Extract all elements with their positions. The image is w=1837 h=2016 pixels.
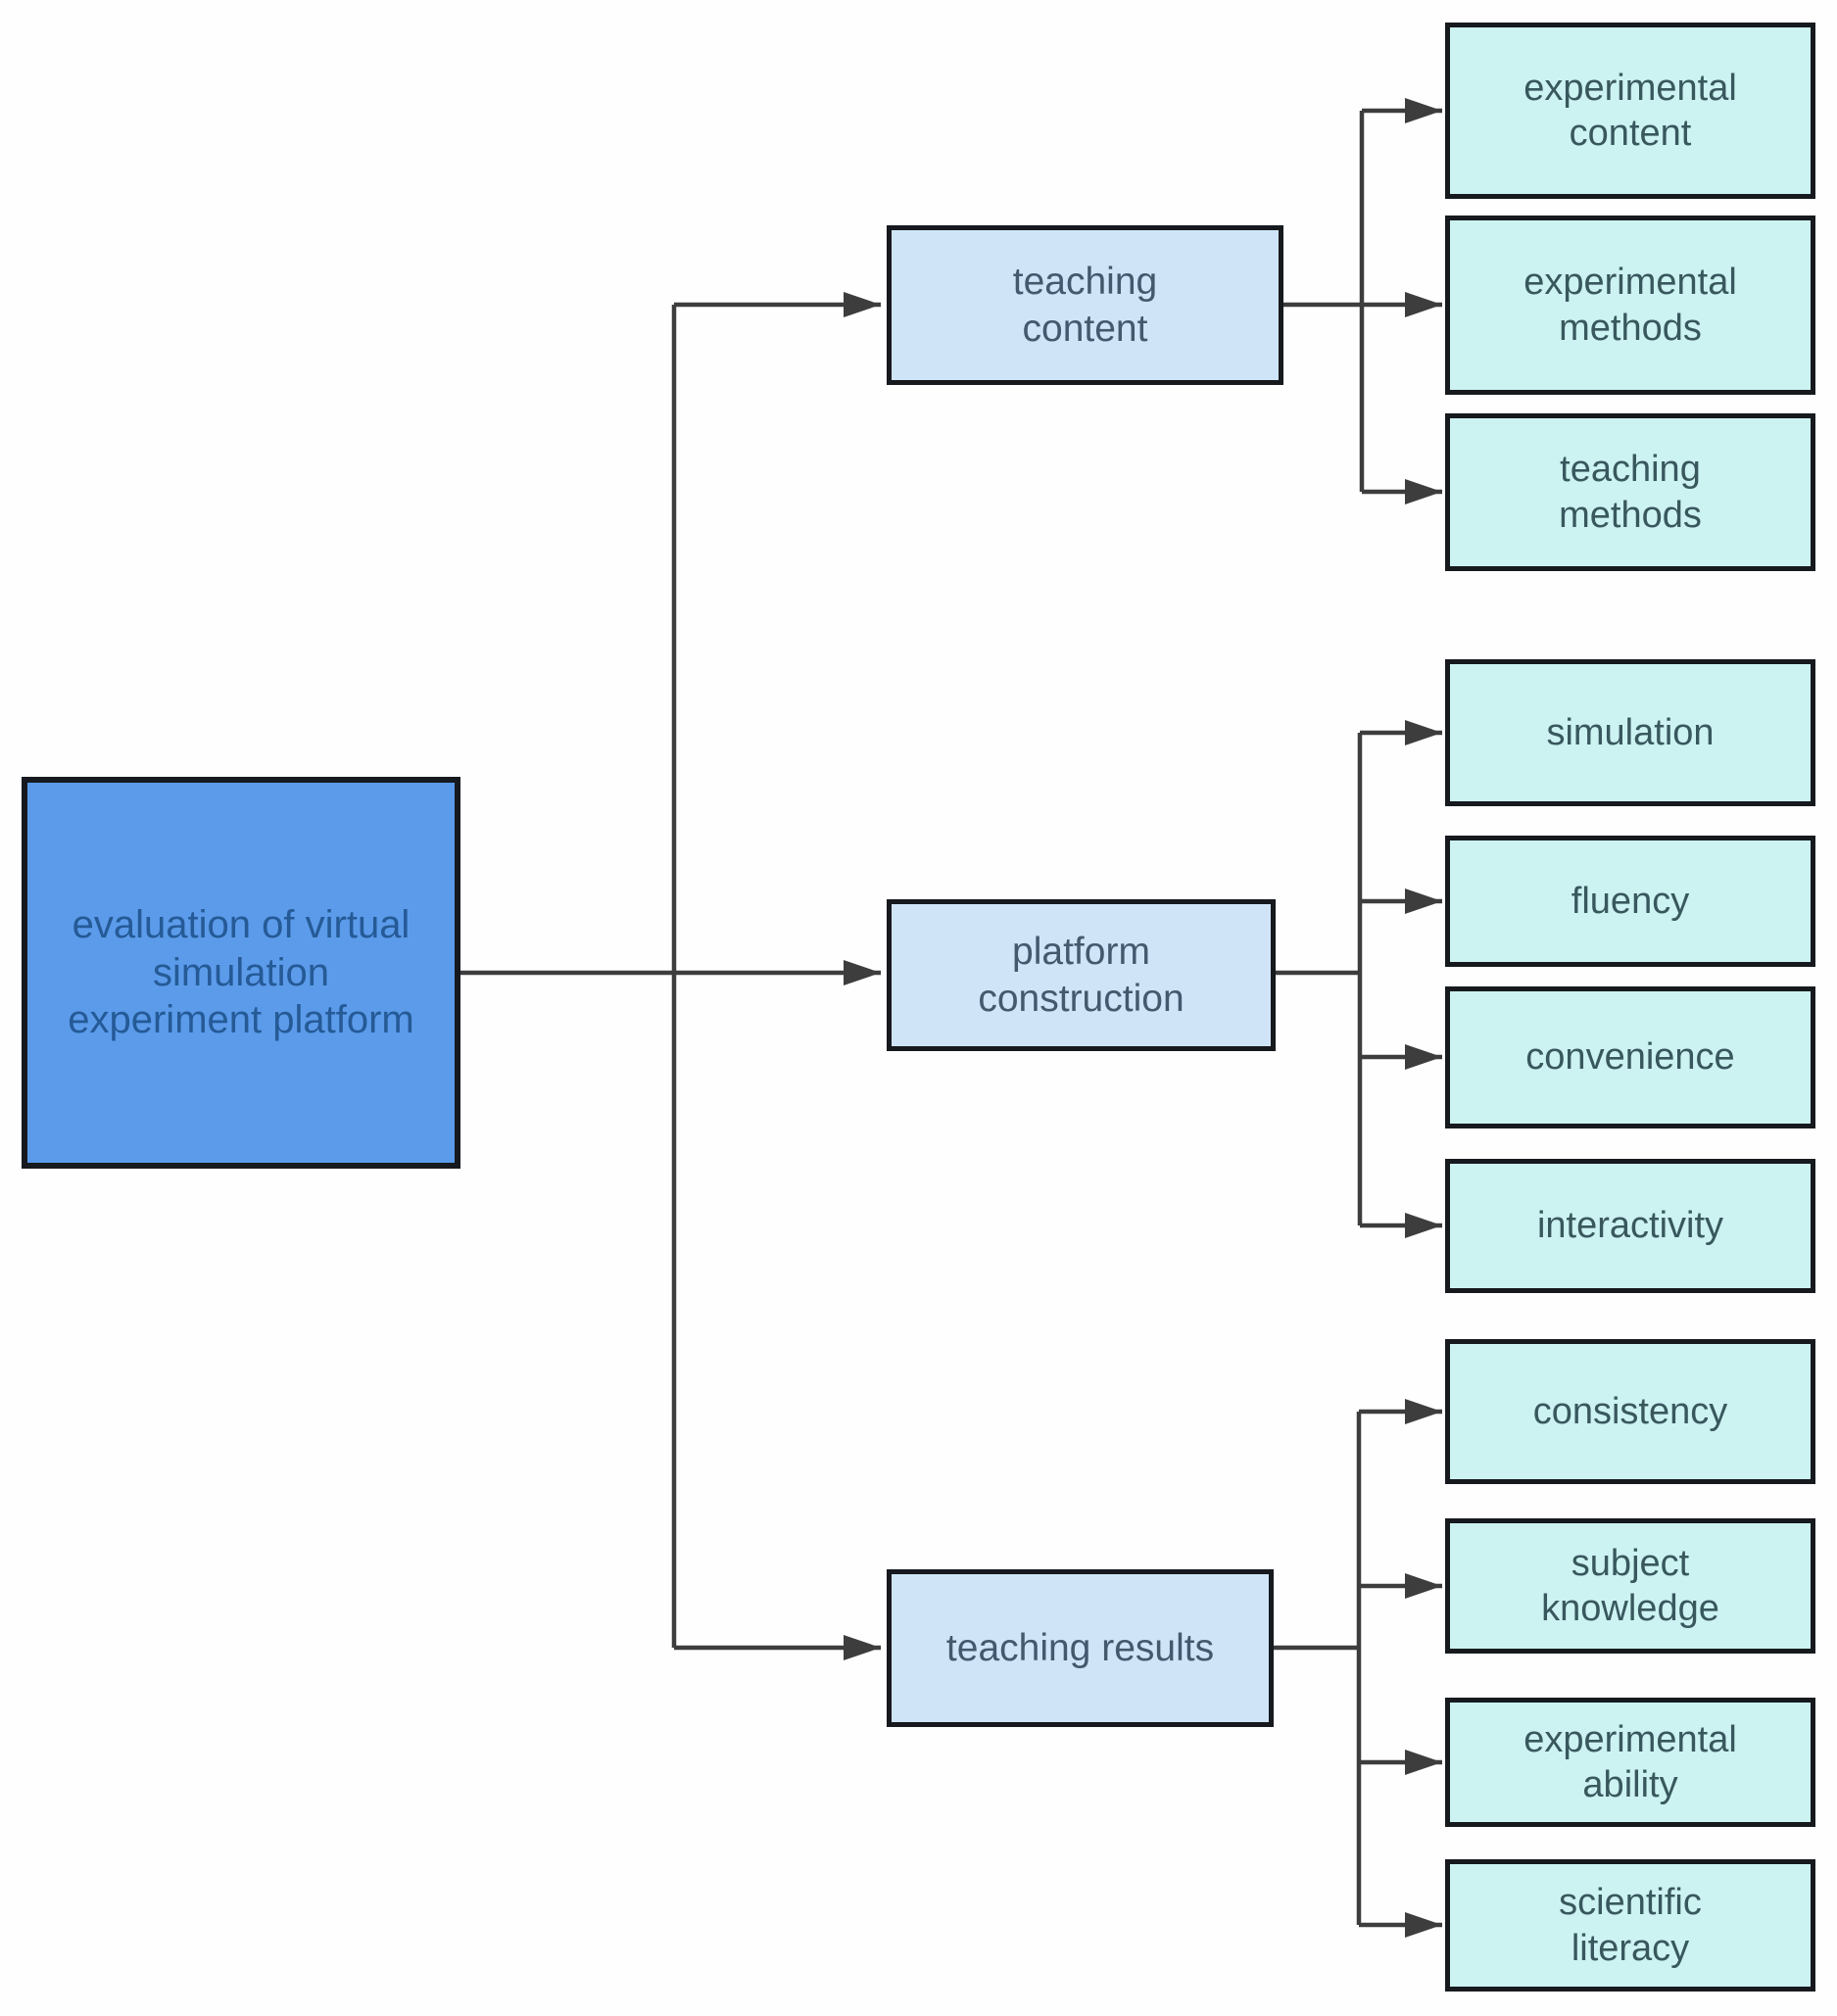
node-experimental-content: experimental content xyxy=(1445,23,1815,199)
node-consistency: consistency xyxy=(1445,1339,1815,1484)
node-label: teaching content xyxy=(1012,260,1158,350)
node-label: fluency xyxy=(1571,880,1690,922)
node-convenience: convenience xyxy=(1445,986,1815,1128)
node-label: convenience xyxy=(1525,1036,1735,1079)
node-label: interactivity xyxy=(1536,1205,1724,1247)
node-interactivity: interactivity xyxy=(1445,1159,1815,1293)
node-label: consistency xyxy=(1532,1390,1728,1432)
node-label: experimental methods xyxy=(1523,262,1737,349)
node-experimental-methods: experimental methods xyxy=(1445,216,1815,395)
node-simulation: simulation xyxy=(1445,659,1815,806)
node-label: teaching methods xyxy=(1559,449,1702,536)
node-label: experimental content xyxy=(1523,67,1737,154)
node-teaching-content: teaching content xyxy=(887,225,1283,385)
node-fluency: fluency xyxy=(1445,836,1815,967)
node-label: evaluation of virtual simulation experim… xyxy=(68,902,414,1042)
node-root-evaluation: evaluation of virtual simulation experim… xyxy=(22,777,460,1169)
node-label: simulation xyxy=(1546,711,1715,753)
node-label: scientific literacy xyxy=(1559,1882,1702,1969)
node-label: platform construction xyxy=(978,930,1184,1020)
node-platform-construction: platform construction xyxy=(887,899,1276,1051)
node-label: subject knowledge xyxy=(1541,1542,1719,1629)
node-label: experimental ability xyxy=(1523,1718,1737,1805)
node-scientific-literacy: scientific literacy xyxy=(1445,1859,1815,1992)
node-experimental-ability: experimental ability xyxy=(1445,1698,1815,1827)
node-subject-knowledge: subject knowledge xyxy=(1445,1518,1815,1654)
node-label: teaching results xyxy=(945,1626,1215,1669)
node-teaching-results: teaching results xyxy=(887,1569,1274,1727)
node-teaching-methods: teaching methods xyxy=(1445,413,1815,571)
